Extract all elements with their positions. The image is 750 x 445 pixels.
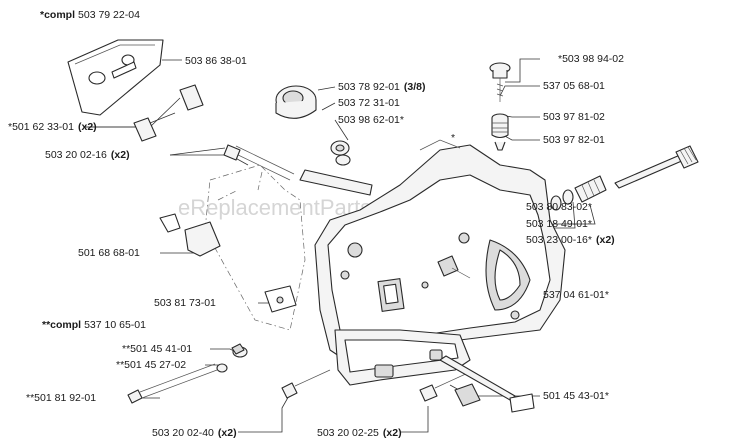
label-501819201: **501 81 92-01 bbox=[26, 392, 96, 404]
adjusting-screw bbox=[614, 145, 699, 189]
label-503789201: 503 78 92-01(3/8) bbox=[338, 81, 425, 93]
label-537056801: 537 05 68-01 bbox=[543, 80, 605, 92]
label-503863801: 503 86 38-01 bbox=[185, 55, 247, 67]
label-501686801: 501 68 68-01 bbox=[78, 247, 140, 259]
label-503978102: 503 97 81-02 bbox=[543, 111, 605, 123]
bar-nut-part bbox=[275, 85, 317, 119]
label-503808302: 503 80 83-02* bbox=[526, 201, 592, 213]
label-501454301: 501 45 43-01* bbox=[543, 390, 609, 402]
label-537046101: 537 04 61-01* bbox=[543, 289, 609, 301]
label-503200216: 503 20 02-16(x2) bbox=[45, 149, 130, 161]
spring-washers bbox=[550, 175, 607, 211]
lower-bolts bbox=[127, 343, 535, 413]
label-501623301: *501 62 33-01(x2) bbox=[8, 121, 97, 133]
tension-pin-part bbox=[437, 255, 471, 279]
bar-studs bbox=[223, 144, 295, 181]
spacer-sleeves bbox=[133, 84, 204, 142]
label-star: * bbox=[451, 132, 455, 144]
chain-catcher-part bbox=[159, 213, 221, 257]
cover-plate-part bbox=[264, 285, 297, 313]
bar-plate-part bbox=[67, 39, 164, 116]
label-503200225: 503 20 02-25(x2) bbox=[317, 427, 402, 439]
inner-cover-part bbox=[204, 164, 306, 331]
label-503200240: 503 20 02-40(x2) bbox=[152, 427, 237, 439]
label-503230016: 503 23 00-16*(x2) bbox=[526, 234, 615, 246]
label-503986201: 503 98 62-01* bbox=[338, 114, 404, 126]
label-501454101: **501 45 41-01 bbox=[122, 343, 192, 355]
tensioner-assembly bbox=[489, 62, 511, 151]
label-501452702: **501 45 27-02 bbox=[116, 359, 186, 371]
chain-guide-part bbox=[299, 169, 373, 196]
label-503723101: 503 72 31-01 bbox=[338, 97, 400, 109]
label-503989402: *503 98 94-02 bbox=[558, 53, 624, 65]
label-503978201: 503 97 82-01 bbox=[543, 134, 605, 146]
washer-part bbox=[330, 140, 351, 166]
label-503817301: 503 81 73-01 bbox=[154, 297, 216, 309]
label-503184901: 503 18 49-01* bbox=[526, 218, 592, 230]
